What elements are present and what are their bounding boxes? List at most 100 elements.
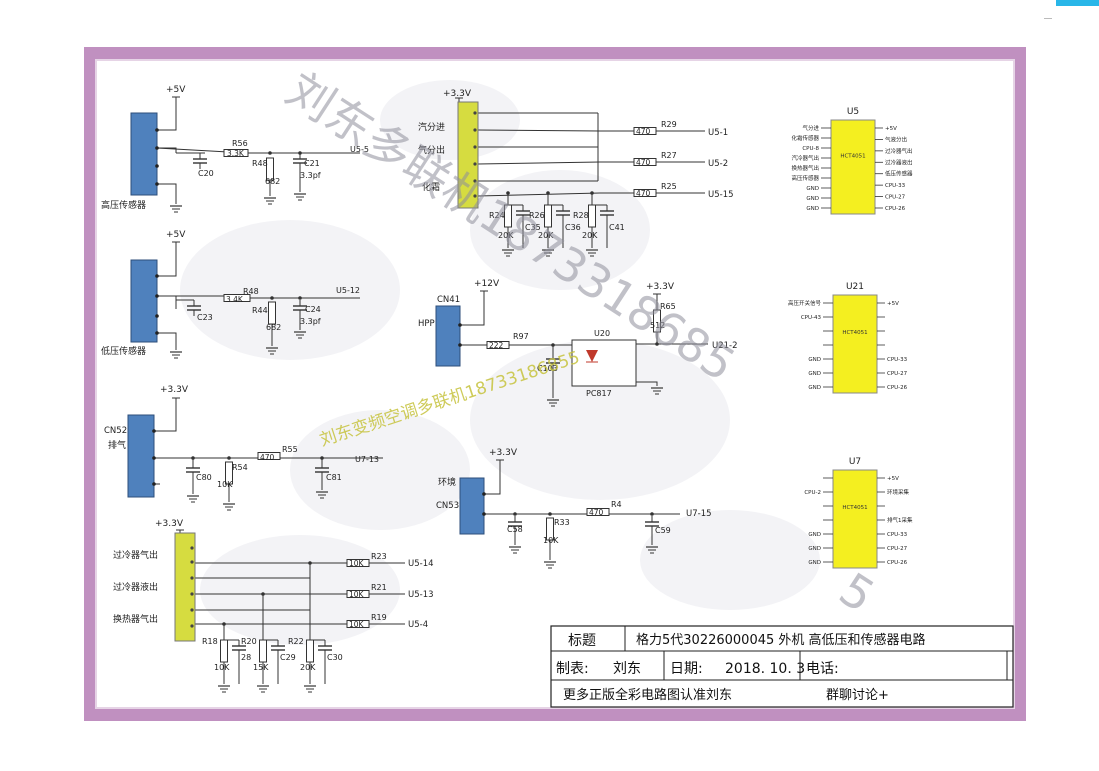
ic-pin-label: +5V: [887, 476, 899, 482]
ground-symbol: [294, 193, 306, 201]
exhaust-c80: [186, 462, 200, 478]
hpp-c103-label: C103: [537, 364, 558, 373]
date-value: 2018. 10. 3: [725, 661, 805, 677]
phone-label: 电话:: [806, 661, 839, 677]
exhaust-connector-ref: CN52: [104, 426, 127, 436]
ambient-c59: [645, 516, 659, 532]
gas-pull-cap: [600, 205, 614, 221]
wire: [157, 183, 177, 204]
ambient-r33: [546, 517, 554, 541]
ic-pin-label: GND: [808, 357, 821, 363]
gas-supply-label: +3.3V: [443, 89, 472, 99]
gas-resistor-value: 470: [636, 189, 651, 198]
exhaust-c81-label: C81: [326, 473, 342, 482]
top-accent-bar: [1056, 0, 1099, 6]
watermark-background: [180, 80, 820, 645]
ic-pin-label: CPU-26: [887, 560, 908, 566]
ic-pin-label: CPU-27: [885, 195, 906, 201]
connector-pin: [155, 314, 159, 318]
exhaust-r55-value: 470: [260, 453, 275, 462]
ic-pin-label: +5V: [887, 301, 899, 307]
ground-symbol: [586, 249, 598, 257]
hpp-r97-label: R97: [513, 332, 529, 341]
gas-resistor: [633, 158, 657, 166]
ic-pin-label: 汽冷器气出: [791, 154, 819, 162]
connector-pin: [473, 145, 477, 149]
gas-resistor-ref: R27: [661, 151, 677, 160]
connector-pin: [458, 343, 462, 347]
connector-pin: [190, 608, 194, 612]
gas-pull-cap-label: C36: [565, 223, 581, 232]
ground-symbol: [544, 561, 556, 569]
ground-symbol: [547, 399, 559, 407]
lp-c24: [293, 300, 307, 316]
ic-pin-label: 化霜传感器: [791, 134, 819, 142]
connector-pin: [155, 164, 159, 168]
ic-pin-label: GND: [808, 532, 821, 538]
ambient-net-label: U7-15: [686, 509, 712, 519]
lp-r44-value: 682: [266, 323, 281, 332]
hpp-r97: [486, 341, 510, 349]
exhaust-r55: [257, 452, 281, 460]
gas-resistor-ref: R29: [661, 120, 677, 129]
lp-net-label: U5-12: [336, 286, 360, 295]
watermark-blob: [470, 170, 650, 290]
wire: [477, 129, 601, 132]
gas-pull-resistor: [588, 204, 596, 228]
subcool-pull-cap: [271, 640, 285, 656]
ground-symbol: [170, 351, 182, 359]
watermark-blob: [380, 80, 520, 160]
exhaust-r54: [225, 461, 233, 485]
ambient-r33-label: R33: [554, 518, 570, 527]
circuit-parts: [127, 96, 663, 693]
junction-dot: [513, 512, 517, 516]
junction-dot: [227, 456, 231, 460]
ic-part-label: HCT4051: [842, 330, 867, 336]
ic-pin-label: GND: [808, 546, 821, 552]
ambient-r33-value: 10K: [543, 536, 559, 545]
exhaust-supply-label: +3.3V: [160, 385, 189, 395]
ic-pin-label: CPU-26: [885, 206, 906, 212]
gas-pull-value: 20K: [538, 231, 554, 240]
ic-pin-label: 换热器气出: [791, 164, 819, 172]
gas-net-label: U5-15: [708, 190, 734, 200]
gas-pull-resistor: [544, 204, 552, 228]
exhaust-connector: [127, 414, 155, 498]
subcool-net-label: U5-14: [408, 559, 434, 569]
ground-symbol: [257, 685, 269, 693]
ground-symbol: [502, 249, 514, 257]
ic-part-label: HCT4051: [840, 154, 865, 160]
subcool-pull-cap-label: C30: [327, 653, 343, 662]
hpp-connector-label: HPP: [418, 319, 435, 329]
hp-sensor-label: 高压传感器: [101, 199, 146, 211]
subcool-connector: [174, 532, 196, 642]
wire: [484, 460, 501, 495]
ic-pin-label: GND: [808, 560, 821, 566]
wire: [154, 398, 177, 432]
ambient-connector: [459, 477, 485, 535]
subcool-resistor-value: 10K: [349, 559, 365, 568]
subcool-pull-resistor: [259, 639, 267, 663]
ic-pin-label: 环境采集: [887, 488, 910, 496]
exhaust-r55-label: R55: [282, 445, 298, 454]
hp-r48: [266, 157, 274, 181]
connector-pin: [190, 624, 194, 628]
ic-pin-label: 排气1采集: [887, 516, 913, 524]
wire: [157, 97, 177, 131]
lp-supply-label: +5V: [166, 230, 186, 240]
optocoupler-ref: U20: [594, 329, 610, 338]
title-label: 标题: [568, 633, 596, 649]
exhaust-net-label: U7-13: [355, 455, 379, 464]
ground-symbol: [187, 495, 199, 503]
hp-sensor-connector: [130, 112, 158, 196]
lp-r48-label: R48: [243, 287, 259, 296]
gas-resistor-value: 470: [636, 158, 651, 167]
hp-r48-value: 682: [265, 177, 280, 186]
watermark-blob: [200, 535, 400, 645]
lp-c24-value: 3.3pf: [300, 317, 321, 326]
subcool-resistor-ref: R19: [371, 613, 387, 622]
ic-pin-label: GND: [806, 206, 819, 212]
watermark-blob: [640, 510, 820, 610]
hp-supply-label: +5V: [166, 85, 186, 95]
